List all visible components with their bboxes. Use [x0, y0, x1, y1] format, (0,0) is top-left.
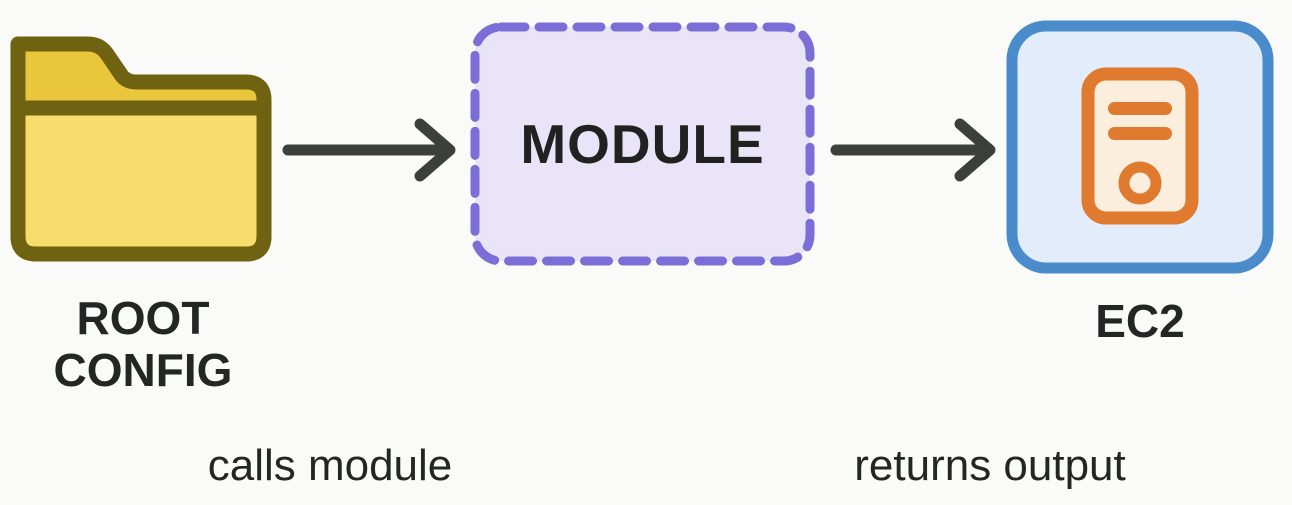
ec2-node[interactable] [1006, 20, 1274, 274]
server-bar-bottom [1108, 127, 1172, 140]
returns-output-caption: returns output [854, 441, 1126, 490]
folder-icon [10, 36, 272, 262]
server-power-indicator [1118, 161, 1162, 205]
arrow-returns-output [830, 118, 1002, 182]
arrow-calls-module [282, 118, 462, 182]
root-config-node[interactable] [10, 22, 272, 262]
ec2-label: EC2 [1095, 295, 1185, 347]
server-bar-top [1108, 102, 1172, 115]
module-label: MODULE [520, 113, 765, 175]
server-icon [1006, 20, 1274, 274]
arrow-head [414, 118, 456, 182]
root-config-label: ROOT CONFIG [53, 292, 233, 396]
arrow-head [954, 118, 996, 182]
calls-module-caption: calls module [207, 441, 453, 490]
module-dashed-box [470, 22, 815, 266]
module-node[interactable]: MODULE [470, 22, 815, 266]
